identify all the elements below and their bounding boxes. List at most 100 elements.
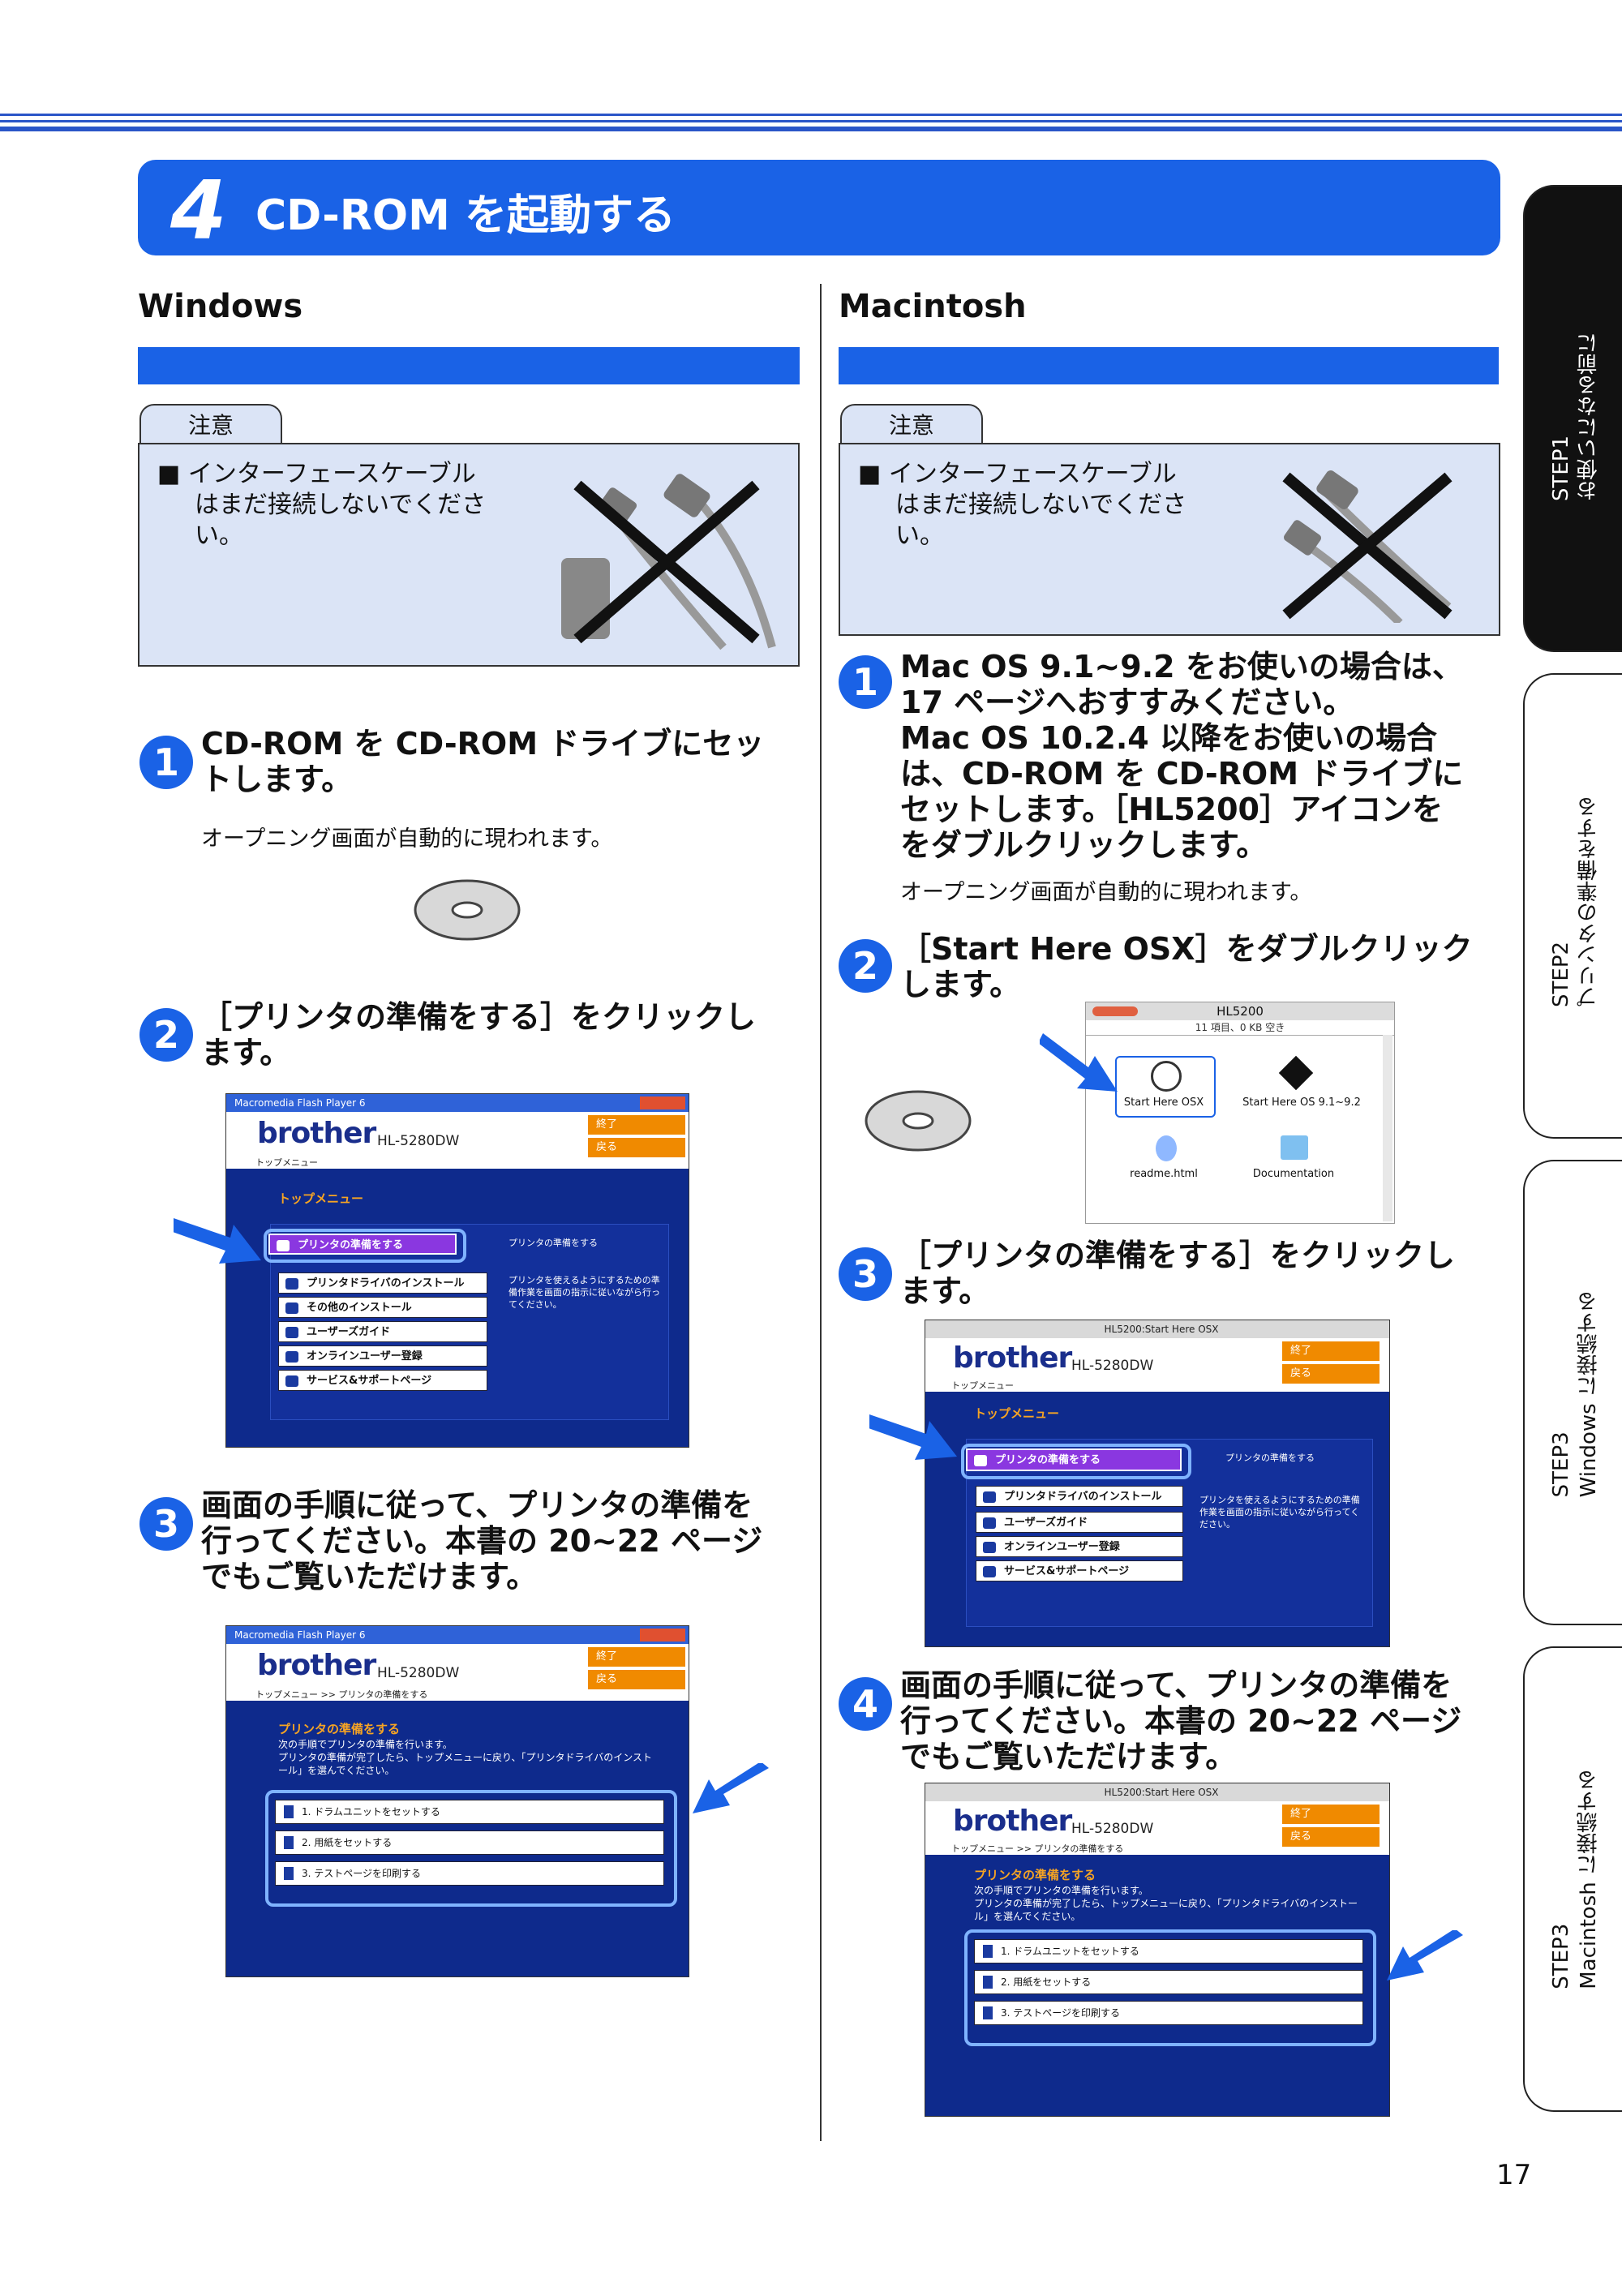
traffic-lights-icon[interactable] — [1092, 1006, 1138, 1016]
highlight-ring — [961, 1444, 1191, 1479]
model-name: HL-5280DW — [377, 1665, 460, 1681]
start-here-os9-icon[interactable] — [1278, 1055, 1314, 1091]
start-here-osx-icon[interactable] — [1151, 1061, 1182, 1092]
finder-icon-label[interactable]: Start Here OS 9.1~9.2 — [1242, 1097, 1361, 1109]
windows-heading: Windows — [138, 288, 303, 325]
exit-button[interactable]: 終了 — [1282, 1341, 1380, 1361]
exit-button[interactable]: 終了 — [588, 1647, 685, 1667]
step-title: ［プリンタの準備をする］をクリックします。 — [201, 999, 757, 1071]
note-box: ■ インターフェースケーブル はまだ接続しないでくださ い。 — [839, 443, 1500, 636]
prep-step-item[interactable]: 1. ドラムユニットをセットする — [974, 1939, 1363, 1963]
finder-icon-label[interactable]: Start Here OSX — [1123, 1097, 1204, 1109]
menu-heading: トップメニュー — [974, 1406, 1060, 1421]
breadcrumb: トップメニュー — [255, 1157, 318, 1168]
pointer-arrow-icon — [1387, 1930, 1463, 1981]
back-button[interactable]: 戻る — [1282, 1364, 1380, 1384]
section-title: CD-ROM を起動する — [255, 191, 676, 240]
pointer-arrow-icon — [693, 1763, 769, 1813]
mac-setup-screenshot: HL5200:Start Here OSX brother HL-5280DW … — [925, 1783, 1390, 2117]
step-number: 4 — [839, 1677, 892, 1731]
menu-heading: トップメニュー — [278, 1191, 364, 1206]
top-rule — [0, 127, 1622, 131]
model-name: HL-5280DW — [377, 1133, 460, 1149]
brand-logo: brother — [953, 1341, 1072, 1375]
menu-item[interactable]: プリンタの準備をする — [966, 1448, 1182, 1471]
prep-step-item[interactable]: 3. テストページを印刷する — [275, 1861, 664, 1886]
breadcrumb: トップメニュー >> プリンタの準備をする — [255, 1689, 428, 1700]
brand-logo: brother — [257, 1117, 376, 1150]
top-rule — [0, 120, 1622, 122]
step-number: 1 — [839, 655, 892, 709]
prep-heading: プリンタの準備をする — [974, 1868, 1096, 1882]
prep-instructions: 次の手順でプリンタの準備を行います。プリンタの準備が完了したら、トップメニューに… — [278, 1739, 653, 1776]
step-title: 画面の手順に従って、プリンタの準備を行ってください。本書の 20~22 ページで… — [201, 1487, 763, 1594]
step-number: 3 — [139, 1497, 193, 1551]
section-header: 4 CD-ROM を起動する — [138, 160, 1500, 258]
page-number: 17 — [1496, 2159, 1532, 2191]
menu-item[interactable]: サービス&サポートページ — [976, 1560, 1183, 1581]
windows-bar — [138, 347, 800, 384]
folder-icon[interactable] — [1281, 1135, 1308, 1160]
menu-item[interactable]: プリンタの準備をする — [268, 1234, 457, 1255]
note-line: はまだ接続しないでくださ — [895, 491, 1187, 519]
menu-item[interactable]: オンラインユーザー登録 — [976, 1536, 1183, 1557]
prep-step-item[interactable]: 3. テストページを印刷する — [974, 2001, 1363, 2025]
back-button[interactable]: 戻る — [588, 1138, 685, 1157]
step-number: 1 — [139, 736, 193, 789]
back-button[interactable]: 戻る — [588, 1670, 685, 1689]
back-button[interactable]: 戻る — [1282, 1827, 1380, 1847]
window-title: Macromedia Flash Player 6 — [226, 1626, 689, 1644]
menu-item[interactable]: ユーザーズガイド — [278, 1321, 487, 1342]
menu-item[interactable]: オンラインユーザー登録 — [278, 1345, 487, 1367]
prep-step-item[interactable]: 1. ドラムユニットをセットする — [275, 1800, 664, 1824]
prep-step-item[interactable]: 2. 用紙をセットする — [275, 1830, 664, 1855]
window-controls-icon — [640, 1629, 685, 1642]
pointer-arrow-icon — [869, 1414, 957, 1460]
app-header: brother HL-5280DW 終了 戻る トップメニュー >> プリンタの… — [925, 1801, 1389, 1855]
prep-instructions: 次の手順でプリンタの準備を行います。プリンタの準備が完了したら、トップメニューに… — [974, 1885, 1358, 1922]
note-box: ■ インターフェースケーブル はまだ接続しないでくださ い。 — [138, 443, 800, 667]
note-tab: 注意 — [840, 404, 983, 446]
finder-icon-label[interactable]: Documentation — [1252, 1168, 1335, 1180]
exit-button[interactable]: 終了 — [1282, 1805, 1380, 1824]
breadcrumb: トップメニュー >> プリンタの準備をする — [951, 1843, 1124, 1854]
mac-top-menu-screenshot: HL5200:Start Here OSX brother HL-5280DW … — [925, 1320, 1390, 1647]
menu-item[interactable]: その他のインストール — [278, 1297, 487, 1318]
brand-logo: brother — [953, 1805, 1072, 1838]
scrollbar[interactable] — [1383, 1035, 1392, 1221]
step-title: ［プリンタの準備をする］をクリックします。 — [900, 1238, 1456, 1309]
win-top-menu-screenshot: Macromedia Flash Player 6 brother HL-528… — [225, 1093, 689, 1448]
highlight-ring — [964, 1929, 1376, 2046]
finder-icon-label[interactable]: readme.html — [1130, 1168, 1198, 1180]
step-title: ［Start Here OSX］をダブルクリックします。 — [900, 931, 1473, 1002]
menu-item[interactable]: サービス&サポートページ — [278, 1370, 487, 1391]
menu-item[interactable]: プリンタドライバのインストール — [976, 1486, 1183, 1507]
window-title: HL5200:Start Here OSX — [925, 1783, 1389, 1801]
menu-description: プリンタを使えるようにするための準備作業を画面の指示に従いながら行ってください。 — [1199, 1495, 1360, 1530]
prep-step-item[interactable]: 2. 用紙をセットする — [974, 1970, 1363, 1994]
menu-side-label: プリンタの準備をする — [508, 1238, 598, 1248]
app-header: brother HL-5280DW 終了 戻る トップメニュー >> プリンタの… — [226, 1644, 689, 1701]
cd-rom-icon — [865, 1090, 972, 1152]
note-line: ■ インターフェースケーブル — [157, 460, 476, 488]
app-header: brother HL-5280DW 終了 戻る トップメニュー — [226, 1112, 689, 1169]
note-line: い。 — [895, 521, 944, 550]
finder-window: HL5200 11 項目、0 KB 空き Start Here OSX Star… — [1085, 1002, 1395, 1224]
exit-button[interactable]: 終了 — [588, 1115, 685, 1135]
step-title: Mac OS 9.1~9.2 をお使いの場合は、17 ページへおすすみください。… — [900, 649, 1464, 863]
menu-item[interactable]: プリンタドライバのインストール — [278, 1272, 487, 1294]
cd-rom-icon — [414, 879, 521, 941]
prep-heading: プリンタの準備をする — [278, 1722, 401, 1736]
menu-item[interactable]: ユーザーズガイド — [976, 1512, 1183, 1533]
column-divider — [820, 284, 822, 2141]
window-title: Macromedia Flash Player 6 — [226, 1094, 689, 1112]
step-title: CD-ROM を CD-ROM ドライブにセットします。 — [201, 726, 765, 797]
readme-icon[interactable] — [1156, 1135, 1177, 1161]
